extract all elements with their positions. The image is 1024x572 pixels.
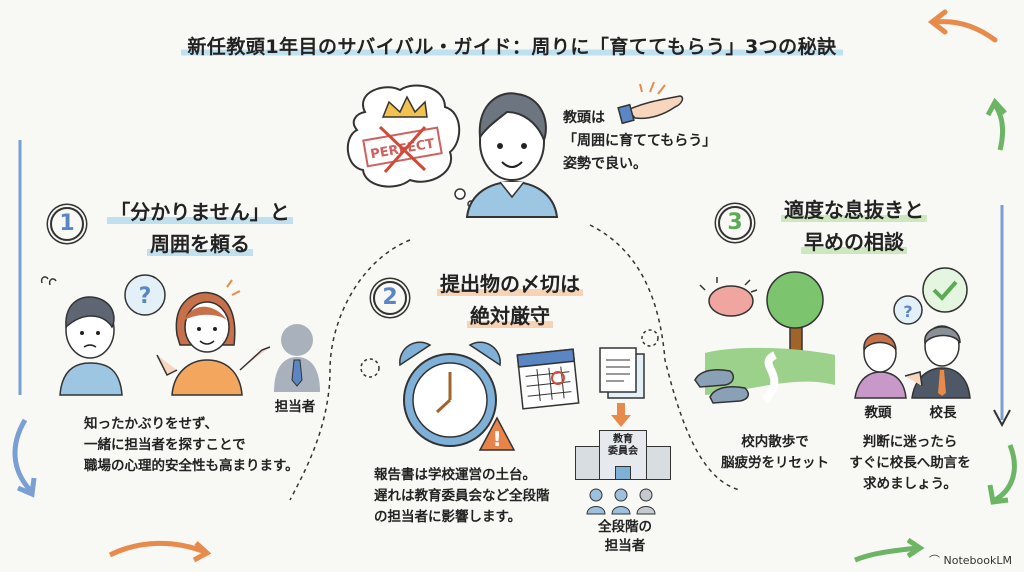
helpful-colleague-illustration xyxy=(156,279,271,396)
svg-text:!: ! xyxy=(492,427,501,451)
all-levels-staff-label: 全段階の 担当者 xyxy=(598,519,652,554)
section-3-number: 3 xyxy=(718,206,752,240)
alarm-clock-icon: ! xyxy=(399,341,516,451)
person-in-charge-label: 担当者 xyxy=(274,399,316,415)
calendar-icon xyxy=(516,348,580,410)
section-2-heading: 提出物の〆切は 絶対厳守 xyxy=(420,268,600,332)
staff-people-icons xyxy=(586,488,656,515)
svg-text:?: ? xyxy=(139,284,152,309)
notebooklm-watermark: ⌒ NotebookLM xyxy=(929,554,1012,567)
svg-text:?: ? xyxy=(903,302,912,321)
section-3-heading: 適度な息抜きと 早めの相談 xyxy=(764,194,944,258)
section-3-left-body: 校内散歩で 脳疲労をリセット xyxy=(721,434,829,471)
page-title: 新任教頭1年目のサバイバル・ガイド：周りに「育ててもらう」3つの秘訣 xyxy=(0,32,1024,59)
board-of-education-building: 教育 委員会 xyxy=(575,430,671,480)
section-1-heading: 「分かりません」と 周囲を頼る xyxy=(100,196,300,260)
principal-label: 校長 xyxy=(929,405,957,421)
open-hand-icon xyxy=(617,81,684,125)
person-in-charge-silhouette xyxy=(274,324,320,392)
vice-principal-label: 教頭 xyxy=(864,405,892,421)
notebooklm-logo-icon: ⌒ xyxy=(929,554,944,567)
section-1-body: 知ったかぶりをせず、 一緒に担当者を探すことで 職場の心理的安全性も高まります。 xyxy=(84,416,299,474)
consultation-illustration: ? xyxy=(854,267,971,399)
documents-icon xyxy=(599,347,645,399)
section-1-number: 1 xyxy=(50,207,84,241)
down-arrow-icon xyxy=(611,403,631,427)
section-2-body: 報告書は学校運営の土台。 遅れは教育委員会など全段階 の担当者に影響します。 xyxy=(374,467,550,525)
intro-text: 教頭は 「周囲に育ててもらう」 姿勢で良い。 xyxy=(563,110,717,172)
vice-principal-avatar xyxy=(465,92,559,218)
perfect-thought-bubble: PERFECT xyxy=(347,84,475,208)
walk-in-park-illustration xyxy=(694,271,835,404)
section-2-number: 2 xyxy=(373,281,407,315)
section-3-right-body: 判断に迷ったら すぐに校長へ助言を 求めましょう。 xyxy=(849,434,971,492)
confused-person-illustration: ? xyxy=(40,274,166,396)
